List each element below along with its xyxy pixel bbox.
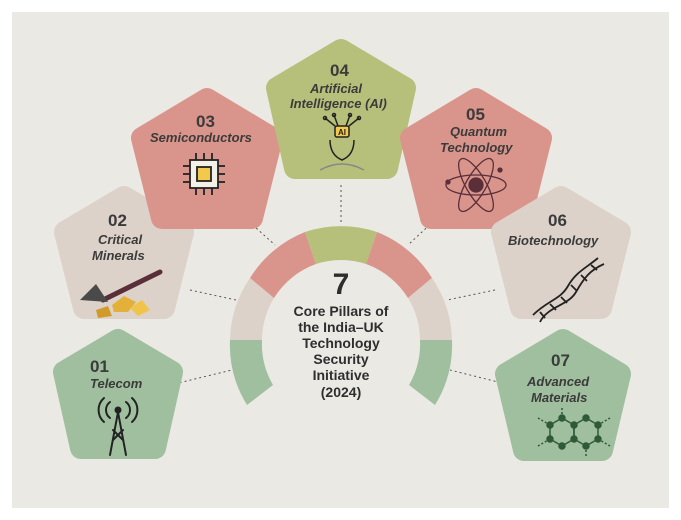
pentagon-06	[491, 186, 631, 319]
center-line-2: the India–UK	[298, 319, 384, 335]
pillar-04-ai: 04 Artificial Intelligence (AI) AI	[266, 39, 416, 179]
connector-02	[189, 289, 237, 301]
ai-robot-head-icon: AI	[319, 112, 365, 171]
pillar-06-number: 06	[548, 211, 567, 230]
pillar-02-label-2: Minerals	[92, 248, 145, 263]
pillar-05-label-1: Quantum	[450, 124, 507, 139]
center-line-4: Security	[313, 351, 368, 367]
pentagon-05	[400, 88, 552, 229]
telecom-tower-icon	[97, 397, 139, 456]
pillar-04-label-1: Artificial	[309, 81, 362, 96]
pillar-03-semiconductors: 03 Semiconductors	[131, 88, 283, 229]
center-line-6: (2024)	[321, 384, 361, 400]
pillar-01-number: 01	[90, 357, 109, 376]
pillar-06-biotechnology: 06 Biotechnology	[491, 186, 631, 323]
ring-segment-rose-right	[366, 232, 432, 298]
center-line-3: Technology	[302, 335, 380, 351]
ring-segment-beige-right	[408, 278, 452, 340]
ring-segment-olive-top	[305, 226, 377, 264]
pillar-07-number: 07	[551, 351, 570, 370]
connector-06	[446, 289, 496, 301]
pentagon-01	[53, 329, 183, 459]
center-number: 7	[333, 268, 350, 301]
ring-segment-rose-left	[250, 232, 316, 298]
pillar-03-number: 03	[196, 112, 215, 131]
pillar-04-number: 04	[330, 61, 349, 80]
pillar-03-label-1: Semiconductors	[150, 130, 252, 145]
pillar-05-quantum: 05 Quantum Technology	[400, 88, 552, 229]
microchip-icon	[183, 153, 225, 195]
center-line-5: Initiative	[313, 367, 370, 383]
pillar-07-advanced-materials: 07 Advanced Materials	[495, 329, 631, 461]
pillar-05-number: 05	[466, 105, 485, 124]
pillar-07-label-1: Advanced	[526, 374, 590, 389]
ring-segment-beige-left	[230, 278, 274, 340]
pillar-06-label-1: Biotechnology	[508, 233, 599, 248]
dna-helix-icon	[532, 257, 605, 323]
pillar-05-label-2: Technology	[440, 140, 513, 155]
svg-text:AI: AI	[338, 128, 346, 137]
pentagon-07	[495, 329, 631, 461]
mining-shovel-icon	[80, 269, 163, 318]
pillar-01-label-1: Telecom	[90, 376, 143, 391]
atom-icon	[445, 157, 507, 213]
center-line-1: Core Pillars of	[294, 303, 389, 319]
pentagon-03	[131, 88, 283, 229]
pillar-02-label-1: Critical	[98, 232, 142, 247]
ring-segment-green-left	[229, 340, 273, 405]
molecule-structure-icon	[537, 408, 611, 456]
pillar-04-label-2: Intelligence (AI)	[290, 96, 387, 111]
pillar-01-telecom: 01 Telecom	[53, 329, 183, 459]
pentagon-04	[266, 39, 416, 179]
pillar-07-label-2: Materials	[531, 390, 587, 405]
center-title: 7 Core Pillars of the India–UK Technolog…	[294, 268, 389, 400]
center-ring	[229, 226, 453, 405]
ring-segment-green-right	[409, 340, 453, 405]
pillar-02-number: 02	[108, 211, 127, 230]
